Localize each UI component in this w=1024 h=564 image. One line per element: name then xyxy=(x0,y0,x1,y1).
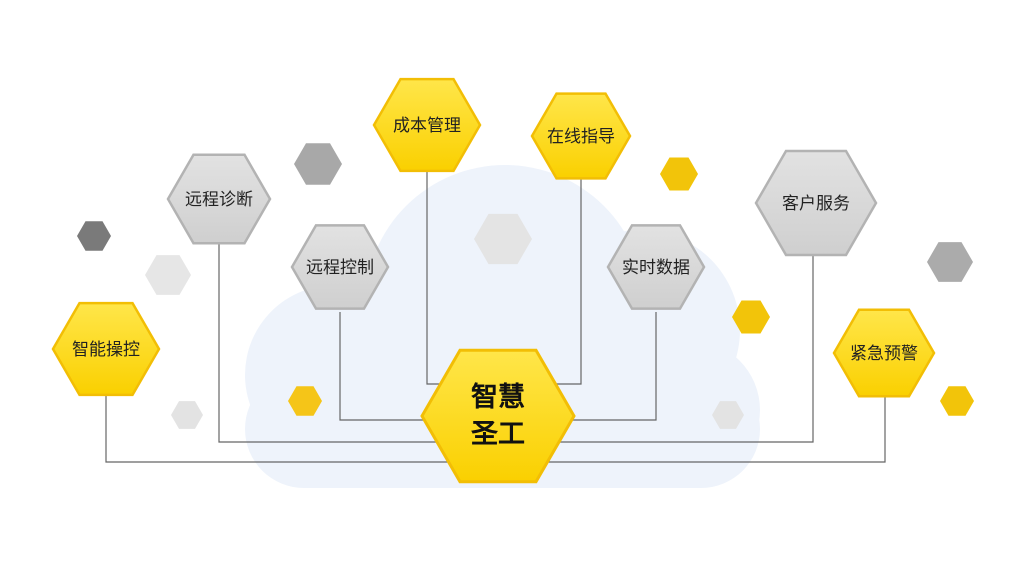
hexagon-shape xyxy=(832,308,936,398)
node-label: 远程控制 xyxy=(306,258,374,278)
node-remote-diagnosis[interactable]: 远程诊断 xyxy=(166,153,272,245)
decorative-hexagon xyxy=(660,157,698,191)
node-label: 在线指导 xyxy=(547,127,615,147)
decorative-hexagon xyxy=(940,386,974,416)
decorative-hexagon xyxy=(171,401,203,429)
node-label: 客户服务 xyxy=(782,194,850,214)
node-emergency-warning[interactable]: 紧急预警 xyxy=(832,308,936,398)
decorative-hexagons xyxy=(77,143,974,429)
decorative-hexagon xyxy=(288,386,322,416)
node-smart-control[interactable]: 智能操控 xyxy=(51,301,161,397)
center-title-line1: 智慧 xyxy=(471,382,525,413)
node-label: 成本管理 xyxy=(393,116,461,136)
node-online-guidance[interactable]: 在线指导 xyxy=(530,92,632,180)
hexagon-shape xyxy=(290,224,390,310)
decorative-hexagon xyxy=(77,221,111,251)
node-label: 实时数据 xyxy=(622,258,690,278)
decorative-hexagon xyxy=(474,213,532,265)
node-layer: 智能操控 远程诊断 远程控制 成本管理 在线指导 实时数据 客户服务 紧急预警 xyxy=(51,77,936,398)
node-cost-management[interactable]: 成本管理 xyxy=(372,77,482,173)
hexagon-shape xyxy=(754,149,878,257)
node-label: 远程诊断 xyxy=(185,190,253,210)
center-node[interactable]: 智慧 圣工 xyxy=(420,348,576,484)
node-remote-control[interactable]: 远程控制 xyxy=(290,224,390,310)
node-customer-service[interactable]: 客户服务 xyxy=(754,149,878,257)
hexagon-shape xyxy=(51,301,161,397)
node-label: 智能操控 xyxy=(72,340,140,360)
node-realtime-data[interactable]: 实时数据 xyxy=(606,224,706,310)
hexagon-shape xyxy=(606,224,706,310)
hexagon-shape xyxy=(166,153,272,245)
node-label: 紧急预警 xyxy=(850,344,918,364)
center-hexagon-shape xyxy=(420,348,576,484)
hexagon-shape xyxy=(530,92,632,180)
decorative-hexagon xyxy=(927,242,973,282)
hexagon-shape xyxy=(372,77,482,173)
decorative-hexagon xyxy=(712,401,744,429)
decorative-hexagon xyxy=(732,300,770,334)
decorative-hexagon xyxy=(145,255,191,295)
decorative-hexagon xyxy=(294,143,342,185)
center-title-line2: 圣工 xyxy=(471,419,525,450)
